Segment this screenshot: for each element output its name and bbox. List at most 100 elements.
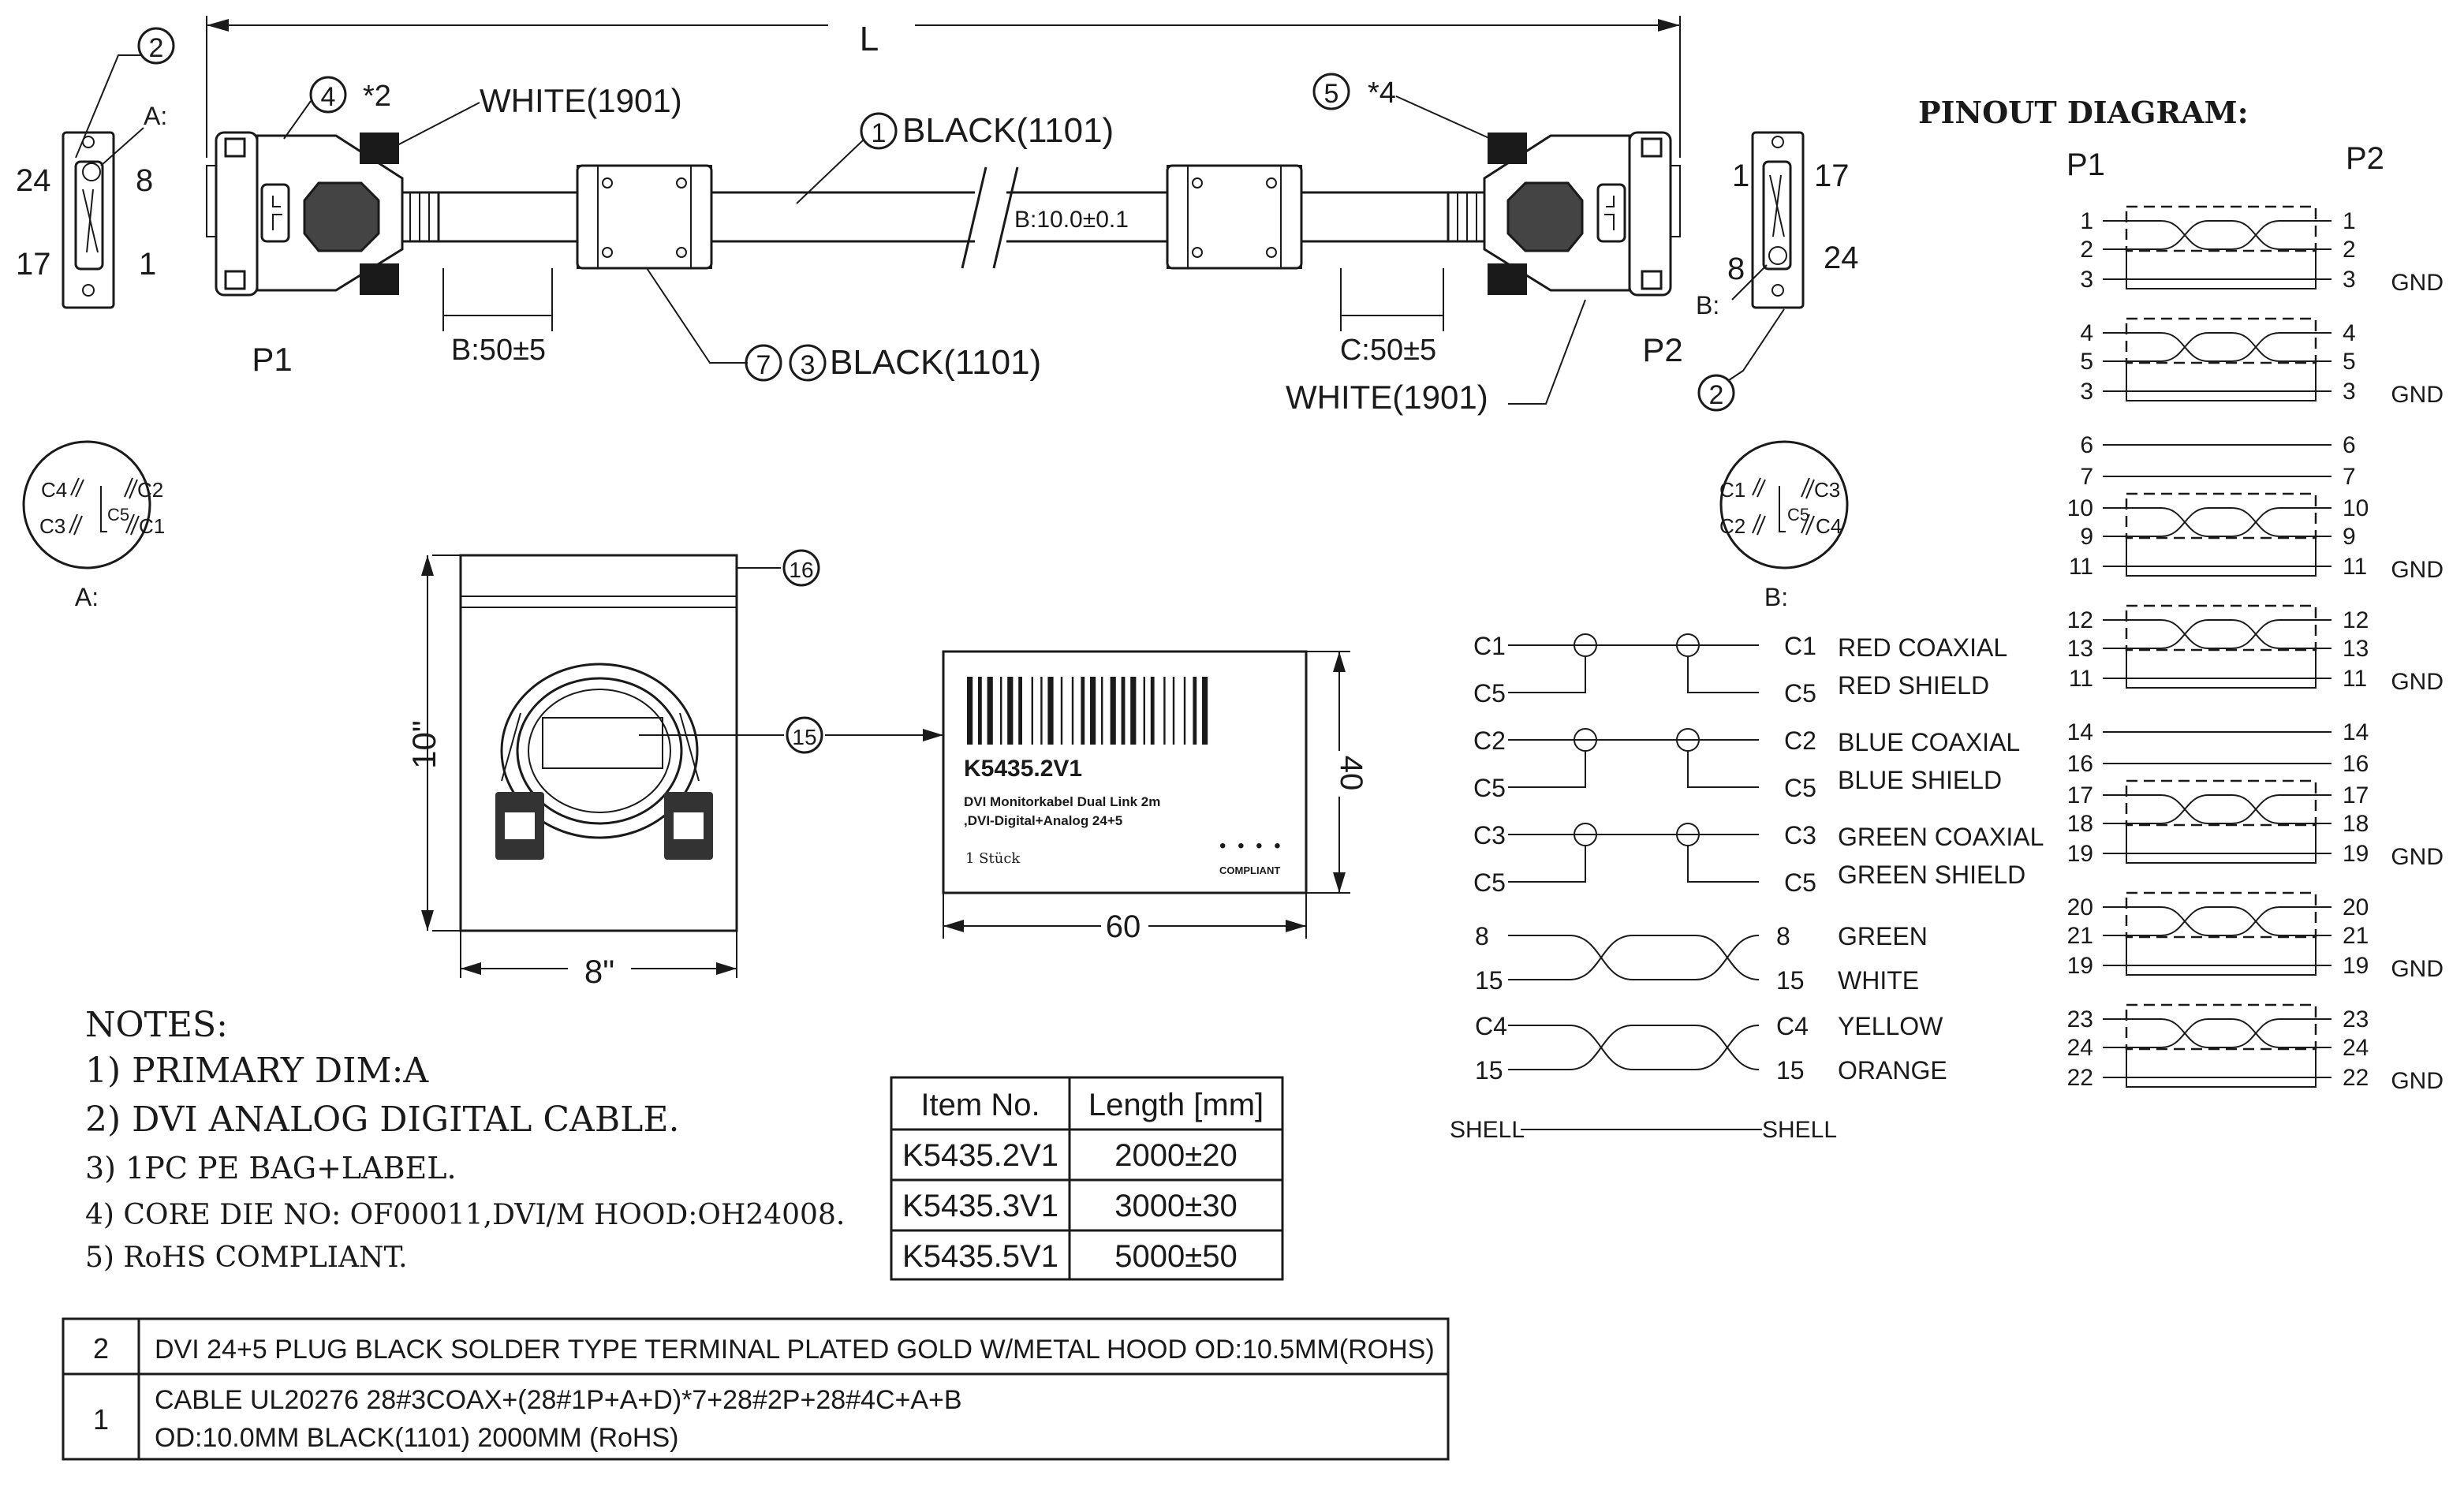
barcode-bar (1081, 677, 1085, 745)
svg-text:5: 5 (1324, 79, 1339, 109)
analog-coax-marker (1574, 728, 1597, 752)
analog-pin-right: C5 (1784, 679, 1816, 708)
note-5: 5) RoHS COMPLIANT. (85, 1241, 408, 1274)
label-card: K5435.2V1 DVI Monitorkabel Dual Link 2m … (942, 650, 1368, 944)
analog-pin-left: 8 (1475, 922, 1489, 950)
analog-pin-left: C2 (1473, 726, 1506, 755)
star-2: *2 (363, 80, 391, 113)
pinout-pin-p2: 11 (2343, 554, 2367, 580)
analog-shield-right (1687, 846, 1759, 883)
pinout-pair-shield (2125, 779, 2317, 827)
p1-face-view: 2 A: 24 8 17 1 (16, 27, 175, 309)
p2-pin-1: 1 (1732, 159, 1749, 193)
pinout-pin-p1: 20 (2067, 894, 2093, 920)
barcode-bar (967, 677, 973, 745)
pinout-twist-wire (2103, 1018, 2331, 1048)
pinout-drain-bracket (2126, 650, 2317, 689)
pinout-gnd-label: GND (2391, 382, 2443, 408)
pinout-pin-p1: 18 (2067, 811, 2093, 837)
barcode-bar (1172, 677, 1175, 745)
label-desc-2: ,DVI-Digital+Analog 24+5 (964, 813, 1122, 828)
pinout-pin-p1: 10 (2067, 495, 2093, 521)
barcode-bar (1101, 677, 1103, 745)
svg-text:C2: C2 (137, 478, 163, 502)
analog-twist-line (1508, 935, 1760, 980)
pinout-title: PINOUT DIAGRAM: (1918, 95, 2249, 130)
pinout-pin-p1: 4 (2080, 320, 2093, 346)
pinout-pair-shield (2125, 492, 2317, 540)
length-table-cell: 3000±30 (1114, 1189, 1237, 1223)
pinout-twist-wire (2103, 220, 2331, 250)
view-b-caption: B: (1764, 583, 1788, 611)
bag-width: 8" (584, 953, 614, 990)
bom-row-text-2: OD:10.0MM BLACK(1101) 2000MM (RoHS) (155, 1423, 678, 1453)
label-height: 40 (1334, 756, 1368, 791)
pinout-gnd-label: GND (2391, 270, 2443, 296)
barcode-bar (987, 677, 993, 745)
analog-signal-name: ORANGE (1838, 1056, 1947, 1085)
analog-pin-right: C2 (1784, 726, 1816, 755)
analog-pin-left: C5 (1473, 679, 1506, 708)
pinout-pin-p2: 2 (2343, 237, 2356, 263)
pinout-twist-wire (2103, 794, 2331, 824)
barcode-bar (1110, 677, 1116, 745)
dim-b-center: B:10.0±0.1 (1014, 207, 1129, 233)
length-table-cell: 2000±20 (1114, 1138, 1237, 1173)
length-table-header-length: Length [mm] (1088, 1088, 1264, 1122)
barcode-bar (1031, 677, 1033, 745)
p1-pin-8: 8 (136, 163, 153, 198)
svg-text:C2: C2 (1719, 514, 1745, 538)
analog-twist-line (1508, 935, 1760, 980)
pinout-twist-wire (2103, 619, 2331, 649)
pinout-pin-p2: 7 (2343, 464, 2356, 490)
pinout-pair-shield (2125, 604, 2317, 652)
analog-pin-left: 15 (1475, 966, 1503, 995)
analog-shield-right (1687, 751, 1759, 788)
barcode-bar (1183, 677, 1186, 745)
analog-signal-name: RED COAXIAL (1838, 633, 2007, 662)
pinout-pin-p1: 7 (2080, 464, 2093, 490)
pinout-pin-p1: 1 (2080, 208, 2093, 234)
p1-pin-17: 17 (16, 247, 51, 282)
bag-height: 10" (405, 720, 442, 769)
pinout-pin-p2: 17 (2343, 782, 2369, 808)
note-3: 3) 1PC PE BAG+LABEL. (85, 1151, 457, 1185)
analog-coax-marker (1574, 823, 1597, 846)
pinout-twist-wire (2103, 1018, 2331, 1048)
callout-5 (1312, 73, 1350, 110)
pinout-pin-p1: 19 (2067, 953, 2093, 979)
pinout-pin-p2: 19 (2343, 953, 2369, 979)
barcode-bar (1121, 677, 1126, 745)
bom-row-text: CABLE UL20276 28#3COAX+(28#1P+A+D)*7+28#… (155, 1385, 962, 1415)
analog-pin-left: C5 (1473, 868, 1506, 897)
analog-pin-left: C5 (1473, 774, 1506, 802)
pinout-pin-p2: 22 (2343, 1065, 2369, 1091)
p2-connector: P2 5 *4 WHITE(1901) (1286, 73, 1683, 416)
analog-pin-left: C1 (1473, 632, 1506, 660)
pinout-pin-p2: 12 (2343, 607, 2369, 633)
barcode-bar (1202, 677, 1208, 745)
length-table-cell: 5000±50 (1114, 1239, 1237, 1274)
label-compliant: COMPLIANT (1219, 864, 1280, 876)
cable-assembly: L 2 A: 24 8 17 1 (16, 16, 1859, 611)
pe-bag: 10" 8" 16 15 (405, 549, 943, 990)
svg-text:2: 2 (149, 33, 164, 63)
callout-7 (745, 344, 782, 382)
p2-label: P2 (1642, 331, 1682, 368)
svg-text:1: 1 (872, 118, 887, 148)
pinout-drain-bracket (2126, 538, 2317, 577)
length-table-cell: K5435.2V1 (902, 1138, 1058, 1173)
svg-text:C4: C4 (41, 478, 67, 502)
pinout-pin-p2: 20 (2343, 894, 2369, 920)
pinout-pin-p2: 9 (2343, 524, 2356, 550)
svg-text:C5: C5 (107, 505, 129, 525)
svg-text:• • • •: • • • • (1219, 835, 1284, 857)
pinout-pin-p1: 23 (2067, 1006, 2093, 1032)
analog-pin-right: 8 (1776, 922, 1790, 950)
svg-text:C1: C1 (139, 514, 165, 538)
barcode-bar (978, 677, 982, 745)
barcode-bar (1007, 677, 1014, 745)
wire-white-p1: WHITE(1901) (480, 82, 682, 119)
